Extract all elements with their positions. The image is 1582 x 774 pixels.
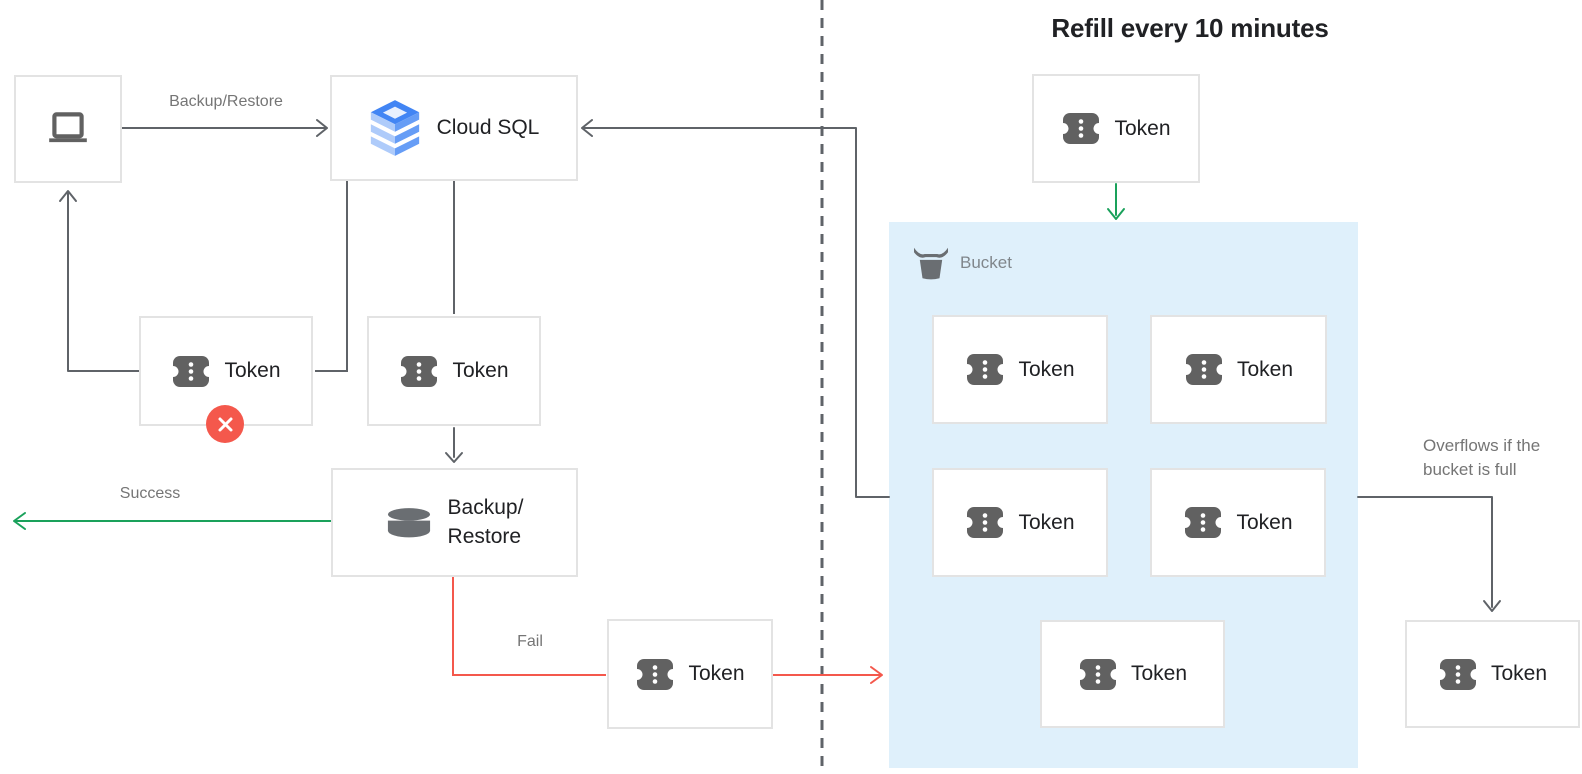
overflow-edge-label: Overflows if the bucket is full [1423,436,1541,479]
bucket-token-node: Token [932,315,1108,424]
token-label: Token [1114,116,1171,140]
token-icon [1077,658,1118,690]
success-edge-label: Success [119,485,181,502]
edge-failed-token-to-bucket [772,666,883,684]
token-icon [1437,658,1478,690]
edge-overflow [1357,496,1501,612]
token-label: Token [1236,357,1294,381]
error-x-icon [206,405,244,443]
token-icon [1183,507,1224,538]
backup-restore-edge-label: Backup/Restore [169,93,283,110]
bucket-icon [914,247,948,280]
fail-edge-label: Fail [517,633,543,650]
bucket-token-node: Token [1150,468,1326,577]
token-icon [965,507,1006,538]
bucket-token-node: Token [1150,315,1327,424]
token-label: Token [1018,357,1075,381]
token-icon [171,355,212,387]
failed-token-node: Token [607,619,773,729]
bucket-label: Bucket [960,253,1012,272]
token-label: Token [452,359,509,382]
client-node [14,75,122,183]
bucket-header: Bucket [913,246,1012,280]
backup-restore-node: Backup/ Restore [331,468,578,577]
token-label: Token [224,359,281,382]
edge-cloudsql-to-rejected-token [315,181,348,372]
cloud-sql-node: Cloud SQL [330,75,578,181]
overflow-token-node: Token [1405,620,1580,728]
refill-token-node: Token [1032,74,1200,183]
edge-success [13,512,332,530]
token-label: Token [1018,510,1075,534]
database-icon [387,507,430,537]
laptop-icon [49,112,87,143]
token-label: Token [1490,662,1548,685]
bucket-token-node: Token [1040,620,1225,728]
token-icon [399,355,440,387]
edge-client-to-cloudsql [121,119,328,137]
token-icon [635,658,676,690]
token-label: Token [1236,510,1293,534]
token-icon [1183,354,1224,385]
token-label: Token [1130,662,1188,685]
bucket-token-node: Token [932,468,1108,577]
pending-token-node: Token [367,316,541,426]
edge-pending-token-to-backup [445,427,463,463]
edge-fail [452,577,606,676]
token-label: Token [688,662,745,685]
token-icon [1061,113,1102,144]
cloud-sql-label: Cloud SQL [436,116,540,139]
cloud-sql-icon [370,100,419,156]
backup-restore-label: Backup/ Restore [447,496,524,548]
token-icon [965,354,1006,385]
edge-refill [1107,183,1125,220]
diagram-title: Refill every 10 minutes [1051,13,1329,43]
edge-bucket-to-cloudsql [581,119,890,498]
edge-rejected-token-to-client [59,190,140,372]
